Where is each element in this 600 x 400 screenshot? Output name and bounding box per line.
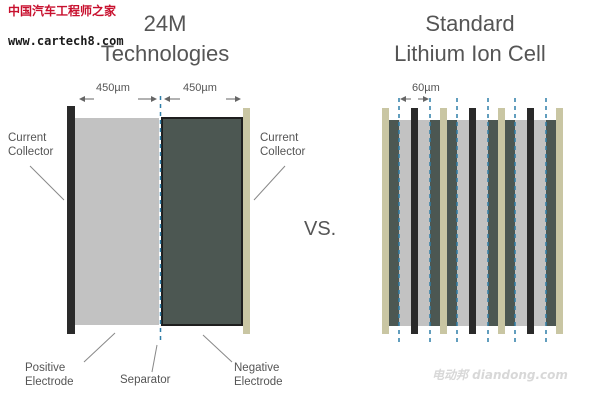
standard-electrode-dark-2 [430, 120, 440, 326]
label-current-collector-right: Current Collector [260, 131, 305, 159]
watermark-site-name: 中国汽车工程师之家 [8, 4, 117, 18]
positive-electrode [75, 118, 159, 325]
watermark-site-url: www.cartech8.com [8, 34, 124, 48]
standard-collector-tan-1 [382, 108, 389, 334]
left-current-collector-dark [67, 106, 75, 334]
label-separator: Separator [120, 374, 171, 386]
callout-lines [29, 165, 286, 373]
label-positive-electrode-line2: Electrode [25, 376, 74, 388]
label-positive-electrode: Positive Electrode [25, 361, 74, 389]
standard-electrode-light-3 [457, 120, 469, 326]
label-negative-electrode-line2: Electrode [234, 376, 283, 388]
right-current-collector-tan [243, 108, 250, 334]
left-title-line1: 24M [143, 11, 187, 36]
right-title-line1: Standard [425, 11, 515, 36]
label-current-collector-left-line2: Collector [8, 146, 54, 158]
label-current-collector-left: Current Collector [8, 131, 53, 159]
standard-electrode-dark-6 [546, 120, 556, 326]
standard-electrode-light-2 [418, 120, 430, 326]
standard-electrode-dark-4 [488, 120, 498, 326]
label-negative-electrode: Negative Electrode [234, 361, 283, 389]
dimension-negative-thickness: 450µm [183, 82, 217, 94]
standard-collector-dark-2 [469, 108, 476, 334]
standard-collector-tan-4 [556, 108, 563, 334]
standard-separators [398, 98, 547, 342]
standard-collector-dark-3 [527, 108, 534, 334]
standard-collector-dark-1 [411, 108, 418, 334]
watermark-bottom: 电动邦 diandong.com [432, 368, 568, 382]
standard-collector-tan-3 [498, 108, 505, 334]
label-current-collector-left-line1: Current [8, 132, 47, 144]
standard-electrode-dark-1 [389, 120, 399, 326]
dimension-positive-thickness: 450µm [96, 82, 130, 94]
standard-electrode-dark-5 [505, 120, 515, 326]
vs-label: VS. [304, 218, 337, 240]
standard-electrode-light-4 [476, 120, 488, 326]
negative-electrode [161, 117, 243, 326]
dimension-standard-thickness: 60µm [412, 82, 440, 94]
left-cell-24m [67, 96, 250, 340]
label-current-collector-right-line2: Collector [260, 146, 306, 158]
right-cell-standard [382, 98, 563, 342]
right-title-line2: Lithium Ion Cell [394, 41, 546, 66]
standard-collector-tan-2 [440, 108, 447, 334]
standard-electrode-light-1 [399, 120, 411, 326]
label-current-collector-right-line1: Current [260, 132, 299, 144]
left-title-line2: Technologies [100, 41, 230, 66]
standard-electrode-light-6 [534, 120, 546, 326]
standard-electrode-dark-3 [447, 120, 457, 326]
label-negative-electrode-line1: Negative [234, 362, 280, 374]
label-positive-electrode-line1: Positive [25, 362, 66, 374]
standard-electrode-light-5 [515, 120, 527, 326]
